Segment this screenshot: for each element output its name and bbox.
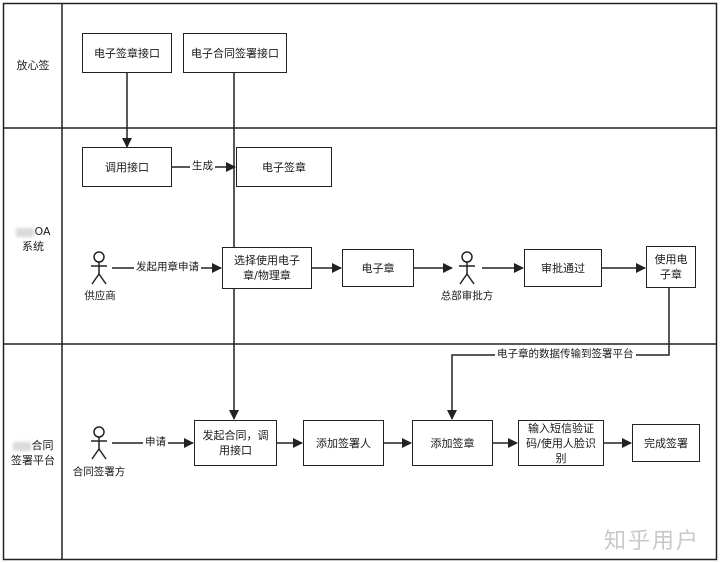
redacted-text	[12, 441, 31, 451]
box-contract-sign-api[interactable]: 电子合同签署接口	[183, 33, 287, 73]
box-complete[interactable]: 完成签署	[632, 424, 700, 462]
lane-label-fangxinqian: 放心签	[16, 59, 50, 72]
edge-label-transfer: 电子章的数据传输到签署平台	[495, 348, 636, 361]
edge-label-apply: 申请	[143, 436, 168, 449]
actor-label-hq-approver: 总部审批方	[440, 290, 494, 302]
box-e-seal[interactable]: 电子章	[342, 249, 414, 287]
box-approved[interactable]: 审批通过	[524, 249, 602, 287]
edge-label-apply-seal: 发起用章申请	[134, 261, 201, 274]
lane-label-contract-platform: 合同 签署平台	[11, 439, 55, 467]
actor-hq-approver-icon	[459, 251, 475, 285]
lane-label-oa-system: OA 系统	[8, 224, 58, 254]
box-seal-api[interactable]: 电子签章接口	[82, 33, 172, 73]
actor-label-supplier: 供应商	[84, 290, 116, 302]
actor-label-contract-signer: 合同签署方	[72, 466, 126, 478]
edge-label-generate: 生成	[190, 160, 215, 173]
box-add-seal[interactable]: 添加签章	[412, 420, 493, 466]
box-verify[interactable]: 输入短信验证码/使用人脸识别	[518, 420, 604, 466]
redacted-text	[15, 227, 34, 237]
actor-contract-signer-icon	[91, 426, 107, 460]
box-call-api[interactable]: 调用接口	[82, 147, 172, 187]
box-add-signer[interactable]: 添加签署人	[303, 420, 384, 466]
box-choose-seal[interactable]: 选择使用电子章/物理章	[222, 247, 312, 289]
box-initiate-contract[interactable]: 发起合同，调用接口	[194, 420, 277, 466]
watermark: 知乎用户	[603, 529, 700, 554]
box-use-e-seal[interactable]: 使用电子章	[646, 246, 696, 288]
box-e-seal-generated[interactable]: 电子签章	[236, 147, 332, 187]
actor-supplier-icon	[91, 251, 107, 285]
